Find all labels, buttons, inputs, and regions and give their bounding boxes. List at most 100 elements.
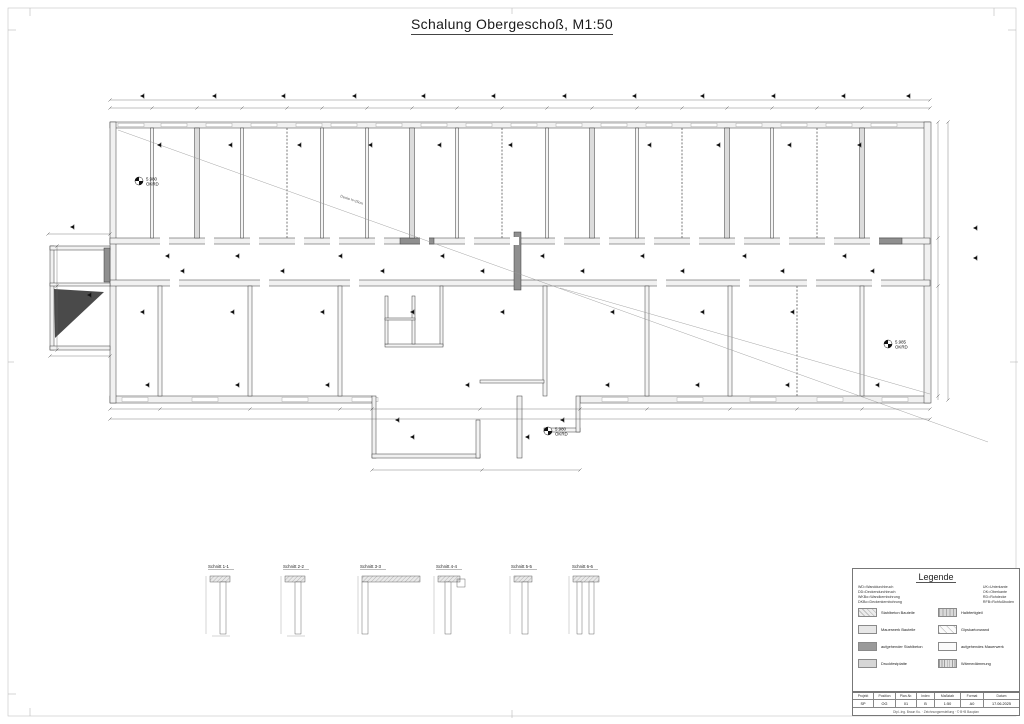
room-partition xyxy=(724,127,730,239)
window-opening xyxy=(351,397,379,402)
tb-value: 1:50 xyxy=(935,700,961,707)
opening-marker-icon xyxy=(640,254,644,258)
door-opening xyxy=(870,237,879,245)
door-opening xyxy=(555,237,564,245)
tb-value: SP xyxy=(853,700,874,707)
opening-marker-icon xyxy=(771,94,775,98)
interior-wall xyxy=(384,317,416,321)
interior-wall xyxy=(384,343,444,348)
legend-item-label: Mauerwerk Bauteile xyxy=(881,627,916,633)
dim-tick xyxy=(936,236,940,240)
floor-plan-walls xyxy=(49,121,932,459)
room-partition xyxy=(589,127,595,239)
door-opening xyxy=(295,237,304,245)
window-opening xyxy=(600,122,628,127)
opening-marker-icon xyxy=(440,254,444,258)
dim-tick xyxy=(108,98,112,102)
window-opening xyxy=(420,122,448,127)
interior-wall xyxy=(542,285,548,397)
opening-marker-icon xyxy=(235,383,239,387)
door-opening xyxy=(510,237,519,245)
door-opening xyxy=(825,237,834,245)
legend-item-label: Druckfestplatte xyxy=(881,661,907,667)
window-opening xyxy=(881,397,909,402)
dim-tick xyxy=(928,417,932,421)
level-ref: OKRD xyxy=(146,182,159,187)
window-opening xyxy=(816,397,844,402)
window-opening xyxy=(117,122,145,127)
level-value: 5.985 xyxy=(895,340,907,345)
section-detail-1: Schnitt 1-1 xyxy=(205,564,234,637)
level-marker: 5.985 OKRD xyxy=(883,340,908,350)
legend-item-label: Stahlbeton Bauteile xyxy=(881,610,915,616)
swatch-stahlbeton xyxy=(858,608,877,618)
swatch-gipskarton xyxy=(938,625,957,635)
legend-box: Legende WD=Wanddurchbruch DD=Deckendurch… xyxy=(852,568,1020,692)
opening-marker-icon xyxy=(410,310,414,314)
window-opening xyxy=(735,122,763,127)
slab-span-diagonals xyxy=(117,129,989,443)
section-detail-3: Schnitt 3-3 xyxy=(357,564,421,635)
dim-tick xyxy=(108,407,112,411)
opening-marker-icon xyxy=(180,269,184,273)
opening-marker-icon xyxy=(140,94,144,98)
opening-marker-icon xyxy=(875,383,879,387)
opening-marker-icon xyxy=(742,254,746,258)
door-opening xyxy=(780,237,789,245)
opening-marker-icon xyxy=(870,269,874,273)
door-opening xyxy=(420,237,429,245)
window-opening xyxy=(121,397,149,402)
annex-wall-inner xyxy=(49,282,111,287)
section-title: Schnitt 3-3 xyxy=(360,564,382,569)
extension-wall-bottom xyxy=(371,453,481,459)
annex-wall-bottom xyxy=(49,345,111,351)
window-opening xyxy=(250,122,278,127)
window-opening xyxy=(645,122,673,127)
opening-marker-icon xyxy=(421,94,425,98)
dim-tick xyxy=(455,106,459,110)
opening-marker-icon xyxy=(540,254,544,258)
window-opening xyxy=(465,122,493,127)
extension-wall-right xyxy=(575,395,581,433)
opening-marker-icon xyxy=(297,143,301,147)
dim-tick xyxy=(728,407,732,411)
dim-tick xyxy=(108,232,112,236)
opening-marker-icon xyxy=(562,94,566,98)
plan-title: Schalung Obergeschoß, M1:50 xyxy=(411,16,613,35)
room-partition xyxy=(365,127,369,239)
opening-marker-icon xyxy=(680,269,684,273)
title-block-table: Projekt Position Plan-Nr. Index Maßstab … xyxy=(853,693,1019,707)
tb-value: OG xyxy=(874,700,896,707)
dim-tick xyxy=(370,468,374,472)
opening-marker-icon xyxy=(560,418,564,422)
room-partition xyxy=(194,127,200,239)
opening-marker-icon xyxy=(395,418,399,422)
opening-marker-icon xyxy=(380,269,384,273)
concrete-segment xyxy=(399,237,435,245)
opening-marker-icon xyxy=(165,254,169,258)
door-opening xyxy=(330,237,339,245)
dim-tick xyxy=(55,284,59,288)
legend-item: Mauerwerk Bauteile xyxy=(858,624,934,635)
swatch-druckplatte xyxy=(858,659,877,669)
dim-tick xyxy=(928,98,932,102)
dim-tick xyxy=(545,106,549,110)
legend-item: aufgehendes Mauerwerk xyxy=(938,641,1014,652)
plan-title-wrap: Schalung Obergeschoß, M1:50 xyxy=(0,16,1024,35)
opening-marker-icon xyxy=(973,256,977,260)
outer-wall-right xyxy=(923,121,932,404)
legend-title: Legende xyxy=(916,572,956,583)
window-opening xyxy=(191,397,219,402)
opening-marker-icon xyxy=(500,310,504,314)
opening-marker-icon xyxy=(281,94,285,98)
dim-tick xyxy=(195,106,199,110)
dim-tick xyxy=(500,106,504,110)
tb-value: 17.06.2025 xyxy=(991,701,1011,706)
window-opening xyxy=(676,397,704,402)
tb-header: Plan-Nr. xyxy=(896,693,917,700)
tb-footer: Dipl.-Ing. Braun Ku. · Zeichnungserstell… xyxy=(853,707,1019,715)
dim-tick xyxy=(928,407,932,411)
dim-tick xyxy=(108,417,112,421)
section-detail-2: Schnitt 2-2 xyxy=(280,564,309,637)
abbrev-line: UK=Unterkante xyxy=(982,585,1008,589)
